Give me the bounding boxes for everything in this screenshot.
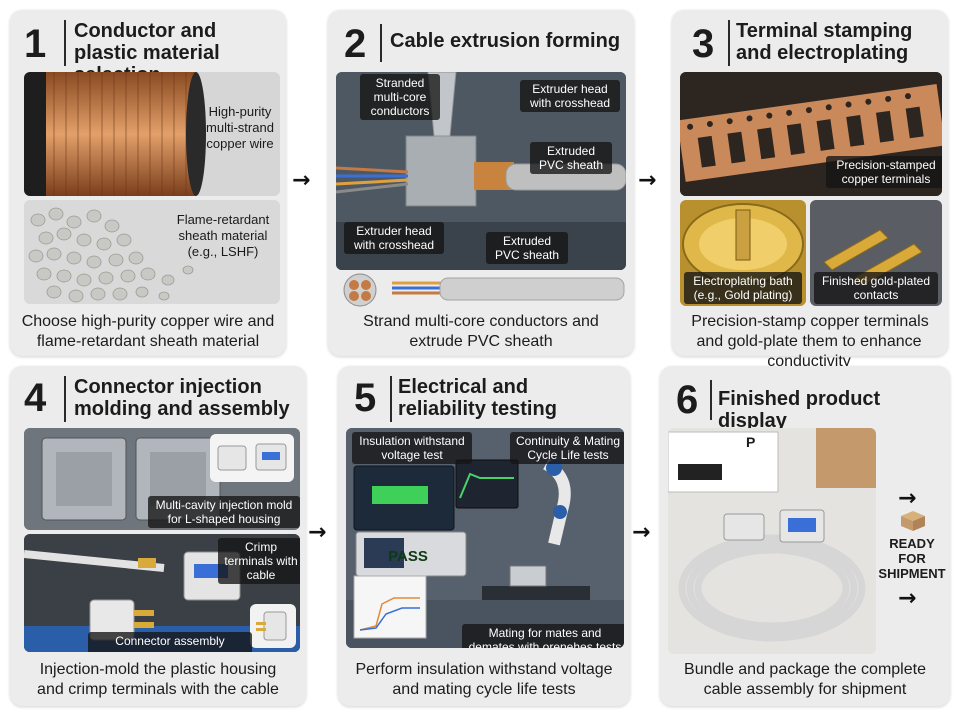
step-1-number: 1	[24, 22, 47, 66]
testing-lab-drawing	[346, 428, 624, 648]
step-2-number: 2	[344, 22, 367, 66]
copper-wire-label: High-purity multi-strand copper wire	[206, 104, 274, 151]
l-shaped-housing-thumbnail	[210, 434, 294, 482]
step-6-number: 6	[676, 378, 699, 422]
pass-indicator: PASS	[388, 548, 428, 565]
step-3-caption-line-2: and gold-plate them to enhance conductiv…	[696, 333, 922, 370]
plastic-pellets-drawing	[28, 207, 194, 303]
step-4-caption-line-2: and crimp terminals with the cable	[37, 681, 279, 698]
right-arrow-icon: →	[898, 486, 917, 511]
terminal-strip-drawing	[680, 72, 942, 196]
pvc-sheath-bottom-label: Extruded PVC sheath	[486, 232, 568, 264]
step-6-panel: 6 Finished product display P → READY FOR…	[660, 366, 950, 706]
step-4-number: 4	[24, 376, 47, 420]
right-arrow-icon: →	[638, 168, 657, 193]
right-arrow-icon: →	[632, 520, 651, 545]
crimp-terminals-label: Crimp terminals with cable	[218, 538, 300, 584]
housing-thumbnail-drawing	[217, 443, 287, 471]
pvc-sheath-top-label: Extruded PVC sheath	[530, 142, 612, 174]
step-4-panel: 4 Connector injection molding and assemb…	[10, 366, 306, 706]
step-3-title: Terminal stamping and electroplating	[736, 20, 913, 64]
continuity-test-label: Continuity & Mating Cycle Life tests	[510, 432, 624, 464]
step-5-caption-line-2: and mating cycle life tests	[392, 681, 576, 698]
step-4-divider	[64, 376, 66, 422]
extruder-head-bottom-label: Extruder head with crosshead	[344, 222, 444, 254]
ready-for-shipment-label: READY FOR SHIPMENT	[878, 536, 946, 581]
step-1-divider	[64, 20, 66, 66]
step-1-panel: 1 Conductor and plastic material selecti…	[10, 10, 286, 356]
step-2-divider	[380, 24, 382, 62]
electroplating-bath-image: Electroplating bath (e.g., Gold plating)	[680, 200, 806, 306]
sheath-material-label: Flame-retardant sheath material (e.g., L…	[176, 212, 270, 259]
insulation-test-label: Insulation withstand voltage test	[352, 432, 472, 464]
gold-bath-drawing	[682, 203, 804, 285]
gold-contacts-label: Finished gold-plated contacts	[814, 272, 938, 304]
step-5-panel: 5 Electrical and reliability testing Ins…	[338, 366, 630, 706]
step-1-caption-line-2: flame-retardant sheath material	[36, 333, 260, 350]
step-3-divider	[728, 20, 730, 66]
copper-spool-drawing	[24, 72, 206, 196]
step-5-caption-line-1: Perform insulation withstand voltage	[355, 661, 613, 678]
connector-assembly-label: Connector assembly process	[88, 632, 252, 652]
right-arrow-icon: →	[292, 168, 311, 193]
step-4-title: Connector injection molding and assembly	[74, 376, 290, 420]
stamped-terminals-image: Precision-stamped copper terminals	[680, 72, 942, 196]
stranded-conductors-label: Stranded multi-core conductors	[360, 74, 440, 120]
cable-cross-section-image	[336, 272, 626, 308]
injection-mold-image: Multi-cavity injection mold for L-shaped…	[24, 428, 300, 530]
step-6-caption-line-2: cable assembly for shipment	[703, 681, 907, 698]
step-5-number: 5	[354, 376, 377, 420]
stamped-terminals-label: Precision-stamped copper terminals	[826, 156, 942, 188]
electroplating-bath-label: Electroplating bath (e.g., Gold plating)	[684, 272, 802, 304]
mating-test-label: Mating for mates and demates with oreneh…	[462, 624, 624, 648]
cable-cross-section-drawing	[343, 273, 625, 307]
step-5-title: Electrical and reliability testing	[398, 376, 557, 420]
assembled-connector-drawing	[256, 611, 287, 641]
injection-mold-label: Multi-cavity injection mold for L-shaped…	[148, 496, 300, 528]
step-2-title: Cable extrusion forming	[390, 30, 621, 52]
testing-lab-image: Insulation withstand voltage test Contin…	[346, 428, 624, 648]
step-1-caption-line-1: Choose high-purity copper wire and	[21, 313, 275, 330]
step-3-panel: 3 Terminal stamping and electroplating P…	[672, 10, 948, 370]
sheath-material-image: Flame-retardant sheath material (e.g., L…	[24, 200, 280, 304]
extrusion-machine-image: Stranded multi-core conductors Extruder …	[336, 72, 626, 270]
assembled-connector-thumbnail	[250, 604, 296, 648]
step-4-caption-line-1: Injection-mold the plastic housing	[39, 661, 277, 678]
step-2-caption-line-1: Strand multi-core conductors and	[363, 313, 599, 330]
finished-cable-image: P	[668, 428, 876, 654]
step-6-title: Finished product display	[718, 388, 881, 432]
step-5-divider	[390, 376, 392, 422]
step-2-caption-line-2: extrude PVC sheath	[409, 333, 553, 350]
connector-assembly-image: Crimp terminals with cable Connector ass…	[24, 534, 300, 652]
package-box-drawing	[901, 511, 925, 531]
gold-contacts-image: Finished gold-plated contacts	[810, 200, 942, 306]
step-6-caption-line-1: Bundle and package the complete	[684, 661, 926, 678]
coiled-cable-drawing	[668, 428, 876, 654]
copper-wire-image: High-purity multi-strand copper wire	[24, 72, 280, 196]
step-3-caption-line-1: Precision-stamp copper terminals	[691, 313, 929, 330]
right-arrow-icon: →	[898, 586, 917, 611]
extruder-head-top-label: Extruder head with crosshead	[520, 80, 620, 112]
shipping-label-letter: P	[746, 434, 756, 450]
step-3-number: 3	[692, 22, 715, 66]
step-2-panel: 2 Cable extrusion forming Stranded multi…	[328, 10, 634, 356]
right-arrow-icon: →	[308, 520, 327, 545]
step-6-divider	[710, 380, 712, 420]
package-box-icon	[900, 510, 926, 532]
